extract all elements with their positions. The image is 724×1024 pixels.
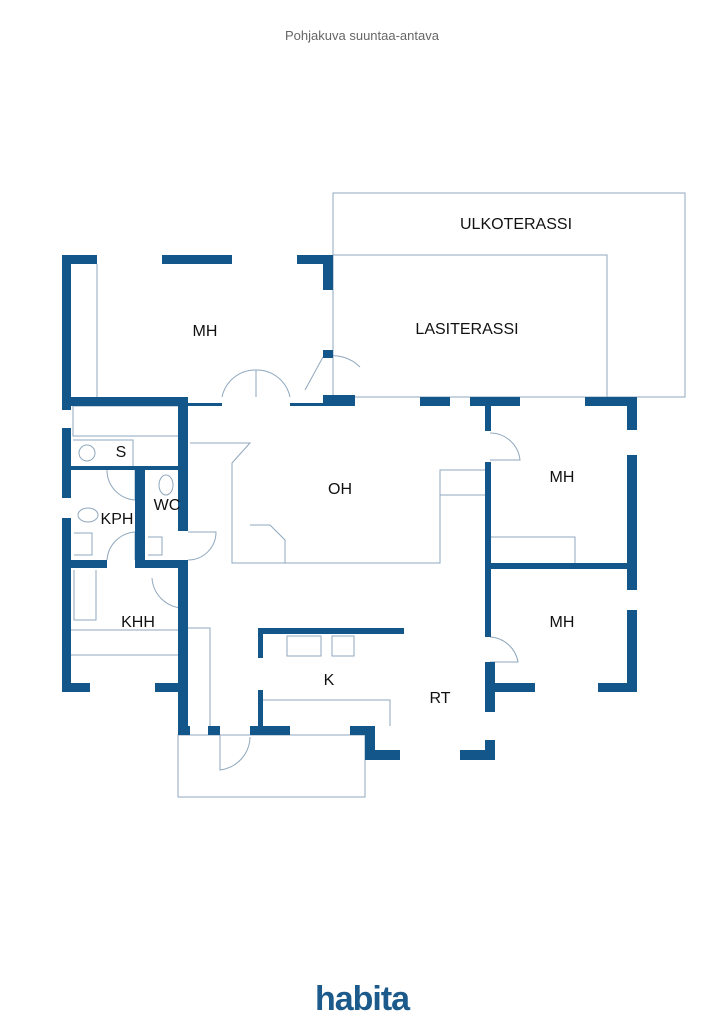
outline-lines [71,192,686,798]
room-label-mh-top: MH [193,323,218,340]
sauna-bench [72,405,188,437]
stove-icon [331,635,355,657]
room-label-mh-right-top: MH [550,469,575,486]
room-label-k: K [324,672,335,689]
walls [62,255,637,760]
room-label-mh-right-bottom: MH [550,614,575,631]
room-label-kph: KPH [101,511,134,528]
room-label-ulkoterassi: ULKOTERASSI [460,216,572,233]
wc-toilet-icon [158,474,174,496]
sink-icon [286,635,322,657]
room-label-oh: OH [328,481,352,498]
room-label-rt: RT [429,690,450,707]
door-swings [106,355,521,771]
room-label-khh: KHH [121,614,155,631]
sauna-stove-icon [78,444,96,462]
toilet-icon [77,507,99,523]
habita-logo: habita [314,980,410,1018]
plan-caption: Pohjakuva suuntaa-antava [285,28,439,43]
porch-outline [177,734,366,798]
room-label-s: S [116,444,127,461]
room-label-wc: WC [154,497,181,514]
room-label-lasiterassi: LASITERASSI [415,321,518,338]
